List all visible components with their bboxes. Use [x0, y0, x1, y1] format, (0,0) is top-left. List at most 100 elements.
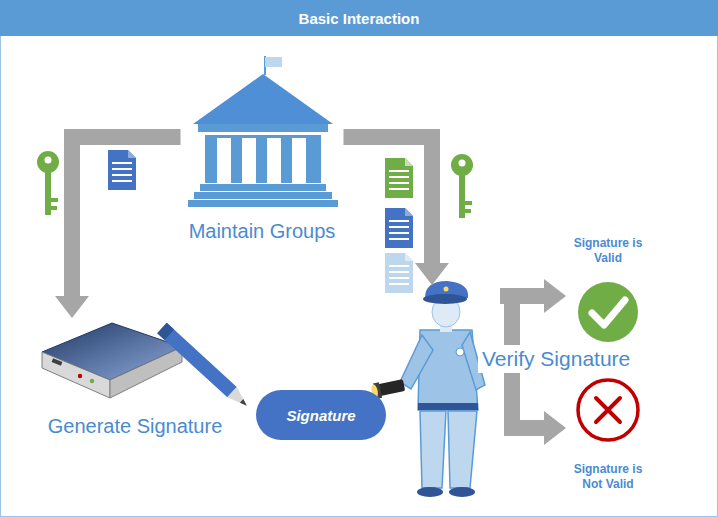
valid-result: Signature is Valid — [566, 236, 650, 346]
document-icon — [405, 208, 413, 216]
valid-check-icon — [578, 282, 638, 342]
pencil-icon — [240, 399, 249, 407]
document-icon — [389, 176, 409, 178]
building-icon — [205, 135, 321, 183]
document-icon — [389, 226, 409, 228]
signing-device — [42, 323, 182, 398]
inspector-figure — [420, 411, 446, 488]
inspector-figure — [448, 411, 477, 488]
building-icon — [265, 57, 282, 67]
inspector-figure — [449, 487, 475, 497]
document-icon — [385, 253, 413, 293]
key-icon — [451, 154, 473, 218]
document-icon — [389, 188, 409, 190]
document-icon — [385, 158, 413, 198]
key-icon — [465, 209, 471, 213]
document-icon — [385, 208, 413, 248]
signing-device — [110, 347, 182, 398]
document-icon — [389, 220, 409, 222]
document-icon — [389, 170, 409, 172]
pencil-icon — [157, 323, 236, 398]
key-icon — [451, 154, 473, 176]
document-icon — [112, 168, 132, 170]
key-icon — [51, 206, 57, 210]
document-icon — [405, 158, 413, 166]
diagram-title: Basic Interaction — [299, 10, 420, 27]
arrow-head — [544, 279, 566, 313]
building-icon — [194, 192, 332, 199]
node-label: Signature is Valid — [566, 236, 650, 266]
group-authority: Maintain Groups — [181, 55, 344, 243]
pencil-icon — [227, 387, 251, 411]
signing-device: Generate Signature — [40, 318, 231, 438]
building-icon — [217, 138, 231, 183]
building-icon — [292, 138, 306, 183]
document-icon — [112, 162, 132, 164]
invalid-cross-icon — [578, 380, 638, 440]
key-icon — [45, 171, 51, 215]
key-icon — [51, 198, 58, 202]
node-label: Maintain Groups — [189, 219, 336, 243]
building-icon — [267, 138, 281, 183]
key-icon — [37, 151, 59, 173]
building-icon — [242, 138, 256, 183]
signing-device — [52, 358, 63, 365]
document-icon — [389, 182, 409, 184]
key-icon — [45, 157, 52, 164]
document-icon — [385, 253, 413, 293]
document-icon — [108, 150, 136, 190]
arrow-head — [544, 411, 566, 445]
document-icon — [389, 232, 409, 234]
inspector-figure — [400, 335, 433, 389]
key-icon — [465, 201, 472, 205]
node-label: Verify Signature — [478, 345, 634, 373]
arrow-head — [55, 296, 89, 318]
valid-check-icon — [592, 300, 625, 325]
node-label: Signature — [286, 407, 355, 424]
key-icon — [459, 160, 466, 167]
pencil-icon — [157, 323, 251, 411]
document-icon — [389, 238, 409, 240]
document-icon — [112, 174, 132, 176]
inspector-figure — [423, 294, 467, 304]
inspector-figure — [456, 348, 464, 356]
signing-device — [42, 352, 110, 398]
flow-arrow — [344, 137, 450, 285]
building-icon — [200, 184, 326, 191]
building-icon — [188, 200, 338, 207]
key-icon — [37, 151, 59, 215]
building-icon — [188, 56, 338, 207]
signature-pill: Signature — [256, 390, 386, 440]
inspector-figure — [417, 487, 443, 497]
title-band: Basic Interaction — [0, 0, 718, 36]
document-icon — [389, 271, 409, 273]
inspector-figure — [370, 281, 485, 497]
valid-check-icon — [578, 282, 638, 342]
node-label: Signature is Not Valid — [566, 462, 650, 492]
arrow-shaft — [72, 137, 181, 297]
document-icon — [128, 150, 136, 158]
document-icon — [405, 253, 413, 261]
verifier: Verify Signature — [385, 285, 500, 500]
building-icon — [198, 124, 328, 132]
document-icon — [108, 150, 136, 190]
inspector-figure — [444, 287, 449, 292]
flow-arrow — [55, 137, 181, 318]
building-icon — [193, 74, 333, 124]
key-icon — [459, 174, 465, 218]
document-icon — [112, 180, 132, 182]
invalid-cross-icon — [596, 398, 620, 422]
invalid-cross-icon — [596, 398, 620, 422]
document-icon — [385, 208, 413, 248]
arrow-head — [415, 263, 449, 285]
signing-device — [78, 374, 82, 378]
document-icon — [389, 283, 409, 285]
signing-device — [90, 379, 94, 383]
arrow-shaft — [344, 137, 433, 264]
invalid-result: Signature is Not Valid — [566, 376, 650, 492]
inspector-figure — [418, 403, 478, 410]
node-label: Generate Signature — [48, 414, 223, 438]
invalid-cross-icon — [578, 380, 638, 440]
